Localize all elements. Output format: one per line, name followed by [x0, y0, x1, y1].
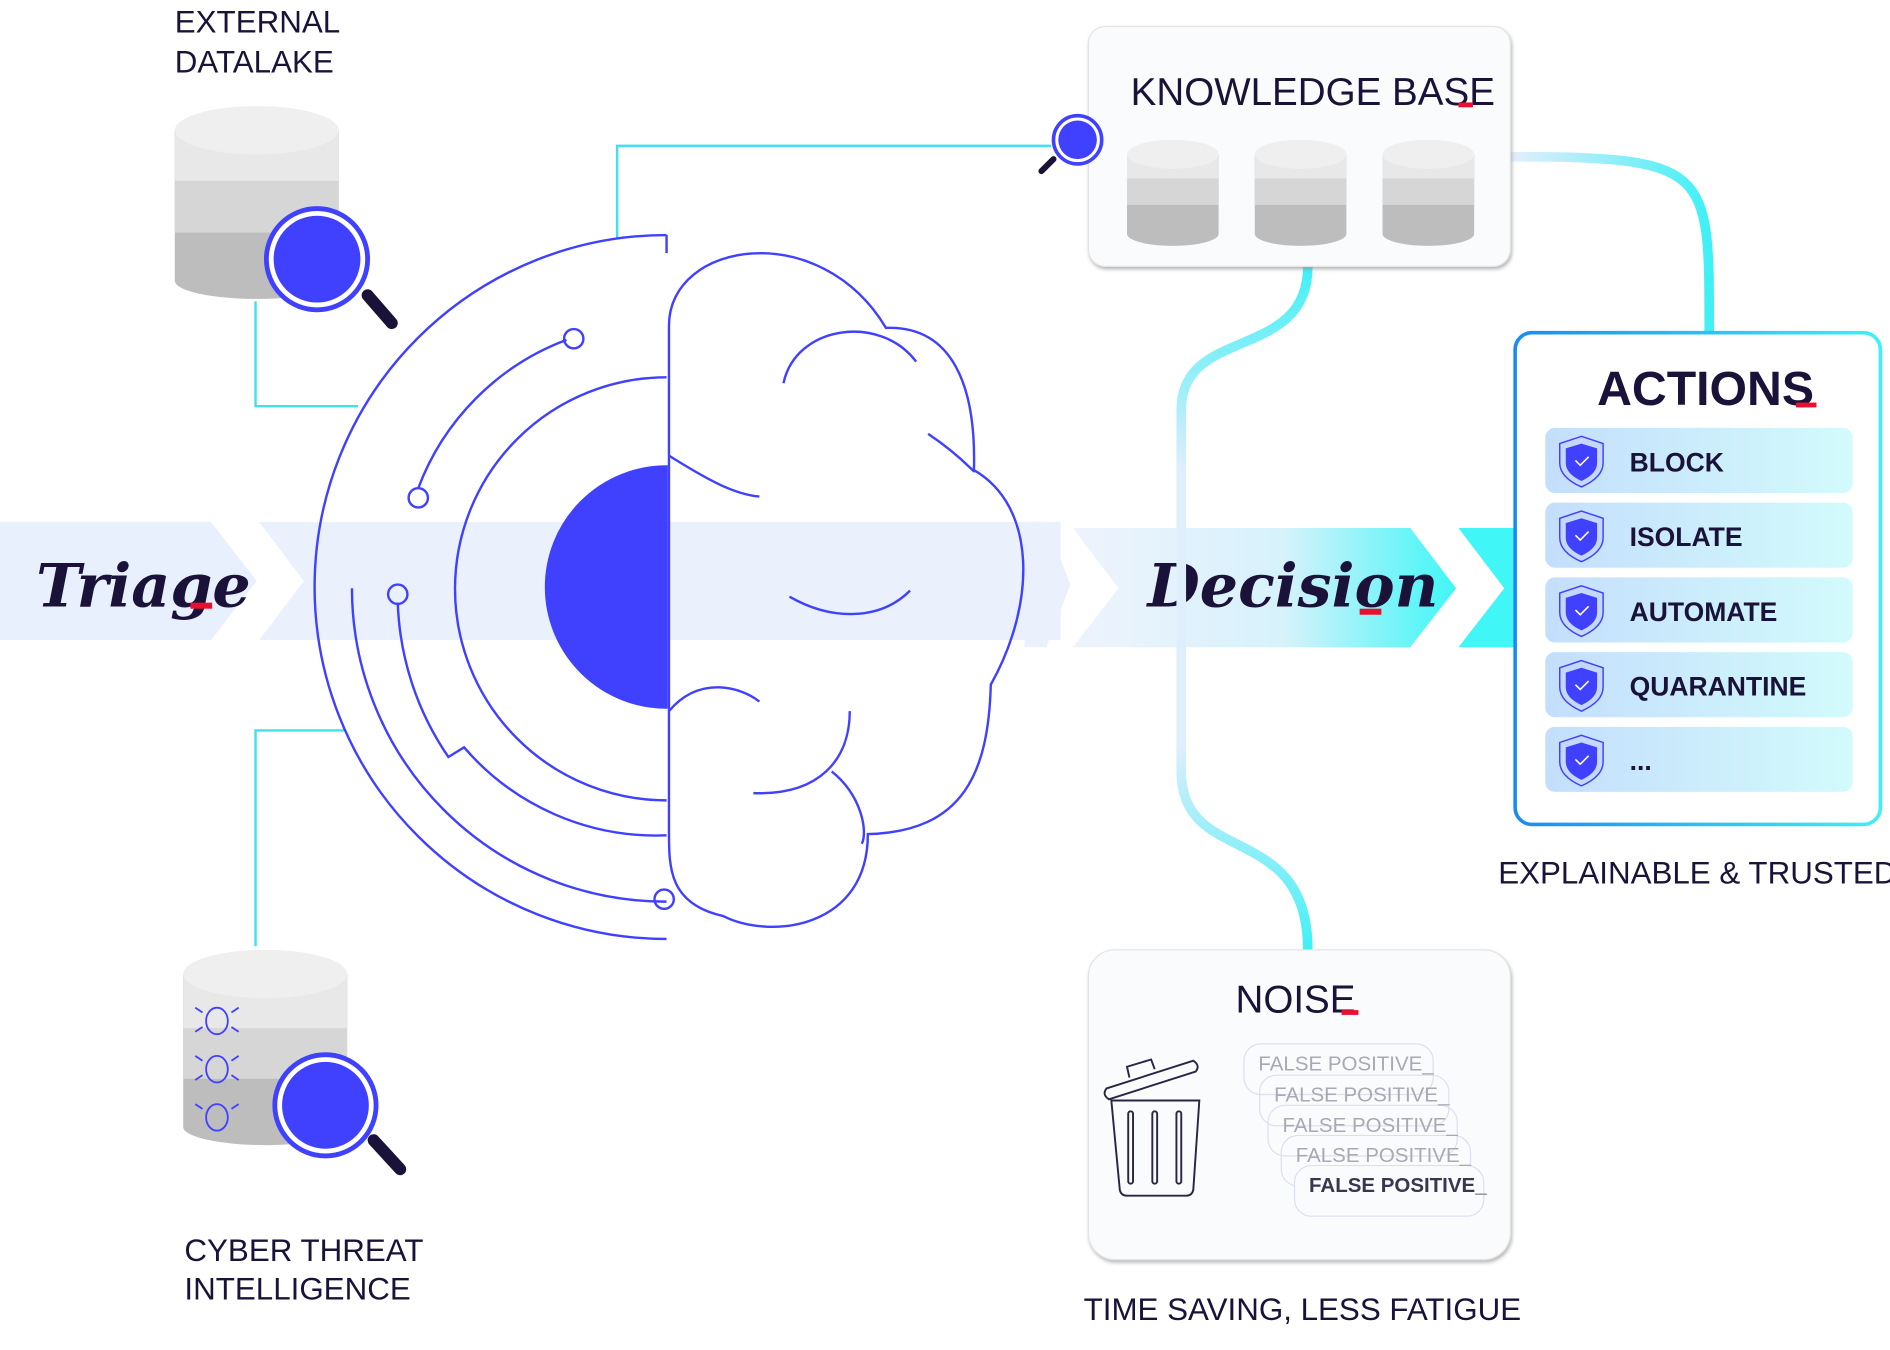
false-positive-chip: [1267, 1104, 1458, 1157]
noise-title: NOISE: [1235, 979, 1355, 1022]
database-icon: [1382, 139, 1475, 246]
shield-check-icon: [1559, 435, 1604, 488]
shield-check-icon: [1559, 734, 1604, 787]
knowledge-base-title: KNOWLEDGE BASE: [1131, 71, 1495, 114]
action-item-label: ...: [1630, 746, 1652, 776]
cti-label-1: CYBER THREAT: [184, 1233, 423, 1268]
ai-brain-graphic: [313, 233, 1025, 941]
action-item: AUTOMATE: [1545, 577, 1853, 643]
false-positive-chip: [1293, 1164, 1485, 1217]
cti-label-2: INTELLIGENCE: [184, 1271, 410, 1306]
false-positive-label: FALSE POSITIVE_: [1296, 1144, 1472, 1167]
trash-icon: [1103, 1058, 1201, 1197]
false-positive-chip: [1258, 1074, 1450, 1127]
action-item-label: AUTOMATE: [1630, 597, 1778, 627]
database-icon: [1254, 139, 1347, 246]
action-item-label: QUARANTINE: [1630, 671, 1807, 701]
search-magnifier-icon: [272, 1052, 407, 1176]
shield-check-icon: [1559, 585, 1604, 638]
shield-check-icon: [1559, 659, 1604, 712]
false-positive-label: FALSE POSITIVE_: [1274, 1084, 1450, 1107]
datalake-label-2: DATALAKE: [175, 44, 334, 79]
cti-database-icon: [183, 949, 348, 1146]
false-positive-label: FALSE POSITIVE_: [1283, 1114, 1459, 1137]
search-magnifier-icon: [1038, 113, 1104, 175]
cursor-mark: [1359, 608, 1382, 615]
actions-title: ACTIONS: [1597, 362, 1814, 416]
action-item-label: BLOCK: [1630, 447, 1724, 477]
action-item: QUARANTINE: [1545, 652, 1853, 718]
database-icon: [1127, 139, 1219, 246]
action-item: ...: [1545, 726, 1853, 792]
false-positive-label: FALSE POSITIVE_: [1309, 1174, 1487, 1197]
bug-icon: [194, 1006, 240, 1132]
decision-label: Decision: [1146, 550, 1439, 621]
connector-lines: [254, 144, 1715, 950]
search-magnifier-icon: [263, 206, 398, 330]
action-item: ISOLATE: [1545, 502, 1853, 568]
action-item: BLOCK: [1545, 427, 1853, 493]
noise-caption: TIME SAVING, LESS FATIGUE: [1084, 1292, 1522, 1327]
triage-label: Triage: [36, 550, 251, 621]
false-positive-label: FALSE POSITIVE_: [1258, 1052, 1434, 1075]
false-positive-chip: [1243, 1043, 1434, 1096]
actions-caption: EXPLAINABLE & TRUSTED: [1498, 856, 1890, 891]
datalake-label-1: EXTERNAL: [175, 5, 340, 40]
cursor-mark: [190, 602, 213, 609]
shield-check-icon: [1559, 510, 1604, 563]
decision-band: [1024, 521, 1517, 648]
knowledge-base-card: KNOWLEDGE BASE: [1087, 25, 1511, 267]
action-item-label: ISOLATE: [1630, 522, 1743, 552]
